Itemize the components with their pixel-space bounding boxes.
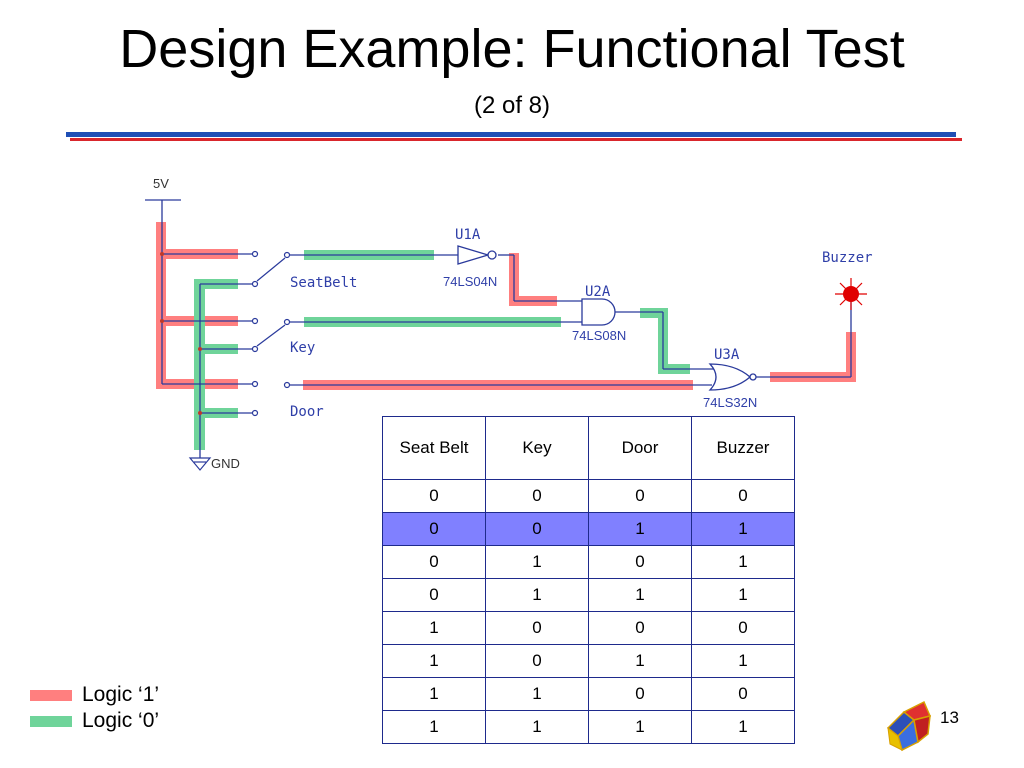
table-cell: 1 [588, 644, 692, 678]
buzzer-label: Buzzer [822, 250, 873, 266]
slide-title: Design Example: Functional Test [119, 19, 905, 79]
gate-ref-u3a: U3A [714, 347, 740, 363]
gate-ref-u1a: U1A [455, 227, 481, 243]
truth-table-header: Seat Belt Key Door Buzzer [382, 416, 795, 480]
ground-symbol [188, 457, 212, 471]
header-buzzer: Buzzer [691, 416, 795, 480]
legend-label-logic-1: Logic ‘1’ [82, 683, 160, 706]
university-logo-icon [886, 700, 932, 752]
gate-part-u3a: 74LS32N [703, 395, 757, 410]
gate-ref-u2a: U2A [585, 284, 611, 300]
table-cell: 1 [691, 512, 795, 546]
table-cell: 0 [382, 512, 486, 546]
header-key: Key [485, 416, 589, 480]
ground-label: GND [211, 456, 240, 471]
table-cell: 0 [485, 512, 589, 546]
table-cell: 0 [382, 479, 486, 513]
table-cell: 1 [485, 578, 589, 612]
junction-dots [160, 252, 202, 415]
table-cell: 0 [485, 644, 589, 678]
title-rule-red [70, 138, 962, 141]
inverter-gate-u1a [457, 245, 497, 265]
legend-swatch-logic-1 [30, 689, 72, 701]
table-cell: 1 [382, 644, 486, 678]
switch-key [251, 317, 291, 353]
legend-label-logic-0: Logic ‘0’ [82, 709, 160, 732]
table-cell: 0 [485, 479, 589, 513]
table-cell: 0 [382, 578, 486, 612]
table-cell: 1 [588, 578, 692, 612]
table-cell: 1 [691, 578, 795, 612]
table-cell: 1 [382, 710, 486, 744]
switch-door [251, 380, 291, 417]
table-cell: 1 [588, 512, 692, 546]
switch-label-door: Door [290, 404, 324, 420]
table-cell: 1 [588, 710, 692, 744]
switch-seatbelt [251, 250, 291, 288]
and-gate-u2a [581, 298, 616, 326]
table-cell: 1 [485, 545, 589, 579]
table-cell: 1 [691, 545, 795, 579]
title-rule-blue [66, 132, 956, 137]
power-label: 5V [153, 176, 169, 191]
header-door: Door [588, 416, 692, 480]
legend-logic-1: Logic ‘1’ [30, 683, 159, 707]
table-cell: 0 [691, 677, 795, 711]
table-cell: 1 [382, 611, 486, 645]
table-cell: 1 [691, 644, 795, 678]
page-number: 13 [940, 708, 959, 727]
table-cell: 0 [588, 545, 692, 579]
table-cell: 1 [485, 677, 589, 711]
or-gate-u3a [708, 363, 757, 391]
table-cell: 0 [588, 611, 692, 645]
circuit-wires [145, 199, 852, 458]
table-cell: 0 [588, 479, 692, 513]
gate-part-u1a: 74LS04N [443, 274, 497, 289]
table-cell: 0 [691, 611, 795, 645]
table-cell: 1 [485, 710, 589, 744]
table-cell: 1 [382, 677, 486, 711]
table-cell: 1 [691, 710, 795, 744]
logic-1-highlights [156, 222, 856, 390]
table-cell: 0 [485, 611, 589, 645]
legend-swatch-logic-0 [30, 715, 72, 727]
slide-subtitle: (2 of 8) [473, 92, 551, 119]
legend-logic-0: Logic ‘0’ [30, 709, 159, 733]
table-cell: 0 [382, 545, 486, 579]
buzzer-lamp-icon [835, 278, 867, 310]
switch-label-seatbelt: SeatBelt [290, 275, 357, 291]
table-cell: 0 [691, 479, 795, 513]
table-cell: 0 [588, 677, 692, 711]
gate-part-u2a: 74LS08N [572, 328, 626, 343]
header-seat-belt: Seat Belt [382, 416, 486, 480]
switch-label-key: Key [290, 340, 315, 356]
